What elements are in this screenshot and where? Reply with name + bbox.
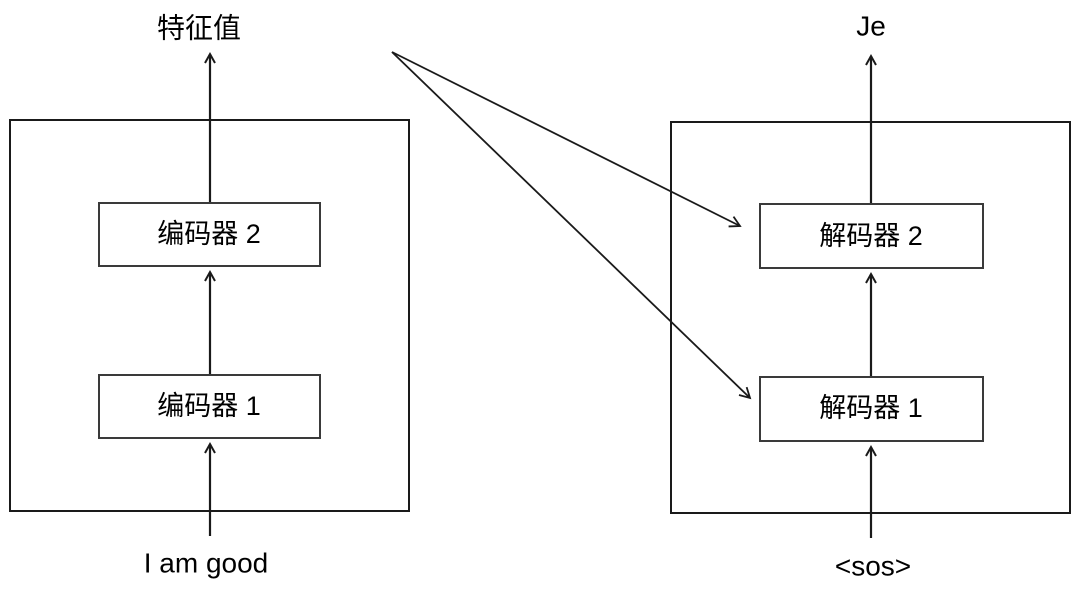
encoder-1-box[interactable] — [98, 374, 321, 439]
decoder-1-box[interactable] — [759, 376, 984, 442]
encoder-output-to-decoder-1-arrow — [391, 51, 752, 400]
encoder-1-label: 编码器 1 — [157, 391, 261, 421]
decoder-2-label: 解码器 2 — [819, 221, 923, 251]
encoder-output-label: 特征值 — [157, 12, 241, 43]
decoder-output-label: Je — [856, 10, 886, 41]
encoder-2-label: 编码器 2 — [157, 219, 261, 249]
decoder-input-label: <sos> — [835, 550, 911, 581]
encoder-input-label: I am good — [144, 547, 269, 578]
decoder-2-box[interactable] — [759, 203, 984, 269]
encoder-output-to-decoder-2-arrow — [391, 51, 742, 228]
encoder-2-box[interactable] — [98, 202, 321, 267]
decoder-1-label: 解码器 1 — [819, 393, 923, 423]
